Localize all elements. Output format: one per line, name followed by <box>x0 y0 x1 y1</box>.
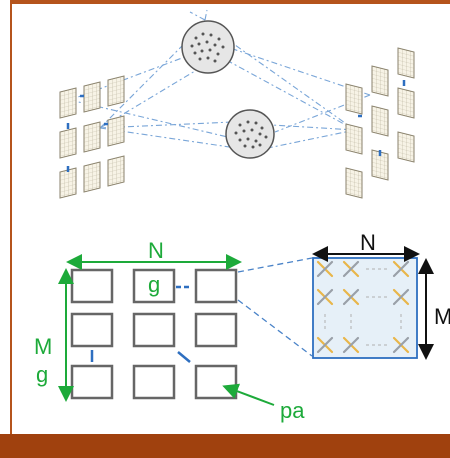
module-grid: N g M g pa <box>34 238 305 423</box>
left-panel <box>107 115 125 147</box>
right-panel <box>371 65 389 97</box>
zoomed-tile: N M <box>312 230 450 360</box>
cross-element <box>342 336 360 354</box>
right-panel <box>397 131 415 163</box>
zoom-connectors <box>237 257 313 357</box>
gap-marker-diagonal <box>177 351 191 363</box>
left-panel <box>59 167 77 199</box>
right-panel <box>397 87 415 119</box>
grid-cell <box>194 312 238 348</box>
frame-bottom-bar <box>0 434 450 458</box>
grid-cell <box>194 364 238 400</box>
tile-height-label: M <box>434 304 450 329</box>
grid-gap-left-label: g <box>36 362 48 387</box>
grid-cell <box>132 268 176 304</box>
left-panel <box>59 127 77 159</box>
top-scene <box>59 9 415 199</box>
left-panel <box>107 155 125 187</box>
grid-cell <box>70 364 114 400</box>
pad-pointer-arrow <box>222 383 275 406</box>
cross-element <box>316 288 334 306</box>
cross-element <box>316 260 334 278</box>
pad-label: pa <box>280 398 305 423</box>
frame-left-border <box>0 0 12 458</box>
grid-cell <box>132 364 176 400</box>
right-panel <box>345 167 363 199</box>
left-panel <box>83 81 101 113</box>
grid-width-label: N <box>148 238 164 263</box>
sample-sphere-top <box>181 20 235 74</box>
tile-width-label: N <box>360 230 376 255</box>
left-panel-array <box>59 75 125 199</box>
grid-cell <box>132 312 176 348</box>
left-panel <box>83 121 101 153</box>
grid-cell <box>194 268 238 304</box>
grid-gap-top-label: g <box>148 272 160 297</box>
frame-top-border <box>0 0 450 4</box>
left-panel <box>107 75 125 107</box>
cross-element <box>392 260 410 278</box>
right-panel <box>397 47 415 79</box>
cross-element <box>342 288 360 306</box>
cross-element <box>392 288 410 306</box>
grid-cell <box>70 312 114 348</box>
right-panel <box>371 105 389 137</box>
right-panel <box>345 83 363 115</box>
right-panel <box>345 123 363 155</box>
right-panel-array <box>345 47 415 199</box>
grid-cell <box>70 268 114 304</box>
sample-sphere-middle <box>225 109 275 159</box>
left-panel <box>83 161 101 193</box>
cross-element <box>342 260 360 278</box>
grid-height-label: M <box>34 334 52 359</box>
cross-element <box>392 336 410 354</box>
left-panel <box>59 87 77 119</box>
cross-element <box>316 336 334 354</box>
